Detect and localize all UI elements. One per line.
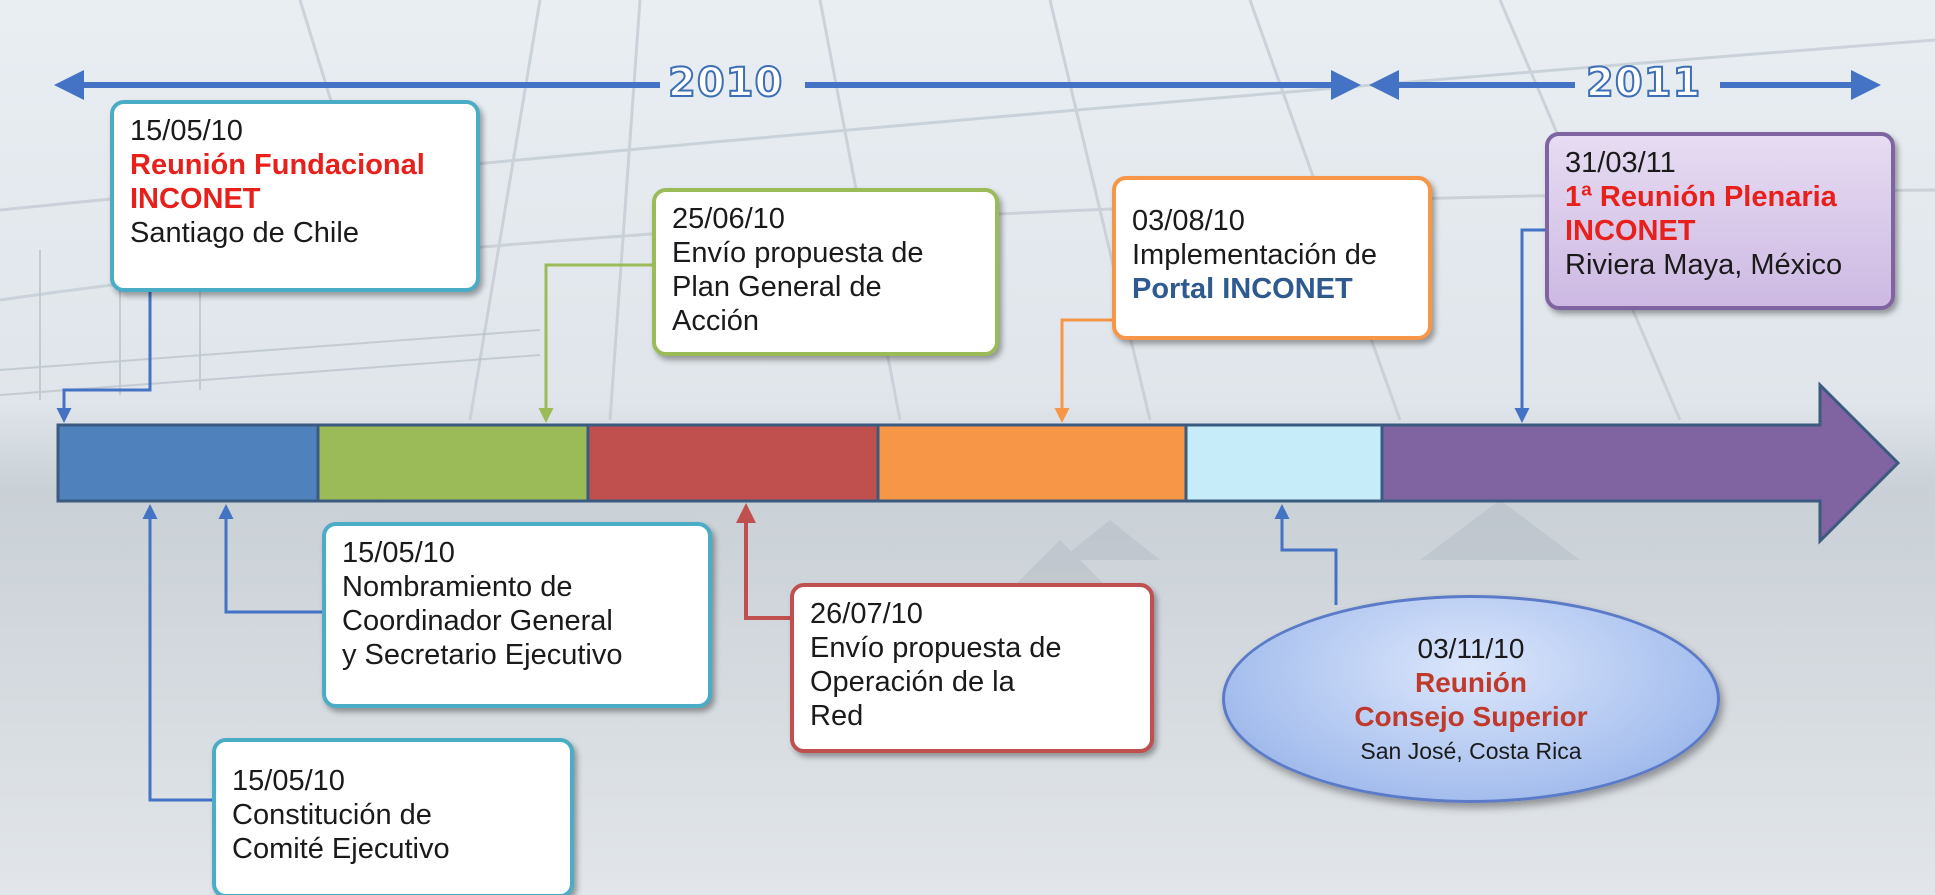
event-text: Implementación de bbox=[1132, 239, 1378, 271]
event-place: San José, Costa Rica bbox=[1360, 738, 1582, 764]
event-title-line-1: Reunión Fundacional bbox=[130, 149, 425, 181]
event-title-line-2: INCONET bbox=[130, 183, 261, 215]
event-reunion-plenaria: 31/03/11 1ª Reunión Plenaria INCONET Riv… bbox=[1545, 132, 1895, 310]
event-date: 31/03/11 bbox=[1565, 147, 1676, 179]
event-text-line-1: Constitución de bbox=[232, 799, 432, 831]
event-title-line-1: 1ª Reunión Plenaria bbox=[1565, 181, 1837, 213]
event-place: Santiago de Chile bbox=[130, 217, 359, 249]
event-date: 26/07/10 bbox=[810, 598, 923, 630]
event-text-line-3: Red bbox=[810, 700, 864, 732]
event-text-line-2: Comité Ejecutivo bbox=[232, 833, 450, 865]
event-reunion-consejo-superior: 03/11/10 Reunión Consejo Superior San Jo… bbox=[1222, 595, 1720, 803]
event-date: 03/11/10 bbox=[1417, 633, 1525, 664]
event-text-line-2: Plan General de bbox=[672, 271, 882, 303]
event-text-line-2: Coordinador General bbox=[342, 605, 613, 637]
event-title-line-2: INCONET bbox=[1565, 215, 1696, 247]
event-text-line-1: Envío propuesta de bbox=[672, 237, 924, 269]
event-text-line-3: y Secretario Ejecutivo bbox=[342, 639, 623, 671]
event-text-line-2: Operación de la bbox=[810, 666, 1015, 698]
event-title-line-2: Consejo Superior bbox=[1354, 701, 1588, 732]
event-date: 15/05/10 bbox=[232, 765, 345, 797]
event-highlight: Portal INCONET bbox=[1132, 273, 1353, 305]
event-portal-inconet: 03/08/10 Implementación de Portal INCONE… bbox=[1112, 176, 1432, 340]
event-place: Riviera Maya, México bbox=[1565, 249, 1843, 281]
event-text-line-1: Envío propuesta de bbox=[810, 632, 1062, 664]
event-text-line-3: Acción bbox=[672, 305, 760, 337]
event-date: 25/06/10 bbox=[672, 203, 785, 235]
event-nombramiento-coordinador: 15/05/10 Nombramiento de Coordinador Gen… bbox=[322, 522, 712, 708]
event-reunion-fundacional: 15/05/10 Reunión Fundacional INCONET San… bbox=[110, 100, 480, 292]
event-date: 15/05/10 bbox=[342, 537, 455, 569]
event-plan-general: 25/06/10 Envío propuesta de Plan General… bbox=[652, 188, 999, 356]
event-title-line-1: Reunión bbox=[1415, 667, 1527, 698]
event-operacion-red: 26/07/10 Envío propuesta de Operación de… bbox=[790, 583, 1154, 753]
event-date: 03/08/10 bbox=[1132, 205, 1245, 237]
event-date: 15/05/10 bbox=[130, 115, 243, 147]
year-label-2010: 2010 bbox=[667, 59, 784, 107]
event-text-line-1: Nombramiento de bbox=[342, 571, 573, 603]
event-constitucion-comite: 15/05/10 Constitución de Comité Ejecutiv… bbox=[212, 738, 574, 895]
year-label-2011: 2011 bbox=[1585, 59, 1702, 107]
